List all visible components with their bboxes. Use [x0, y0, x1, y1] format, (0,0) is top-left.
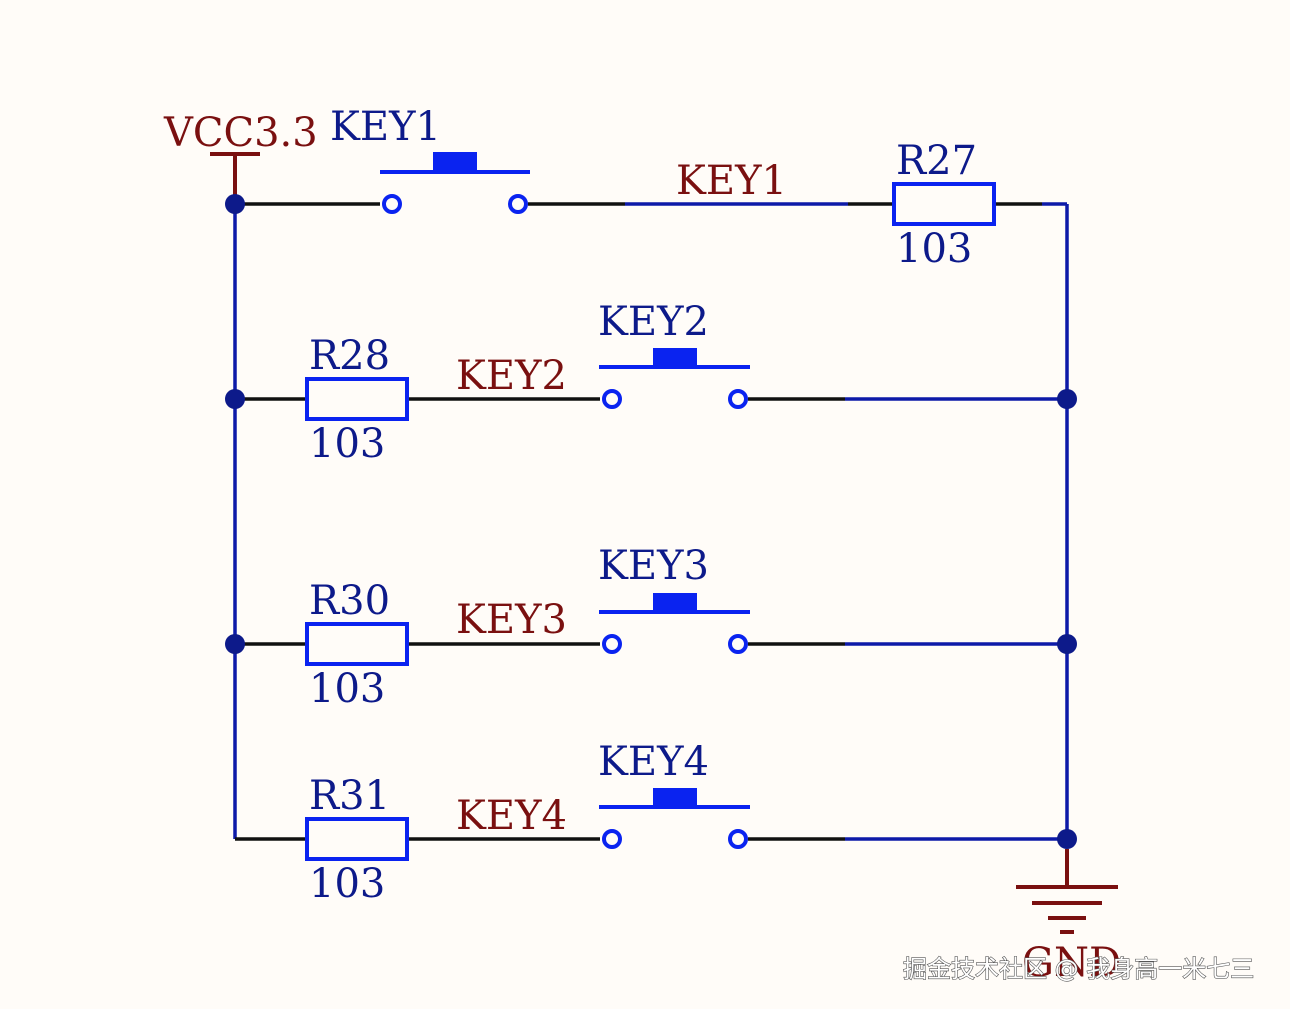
- key2-net-label: KEY2: [456, 353, 567, 399]
- pushbutton-key4: [599, 788, 750, 849]
- key4-net-label: KEY4: [456, 793, 567, 839]
- resistor-r28: [305, 377, 409, 421]
- key4-ref-label: KEY4: [598, 739, 709, 785]
- vcc-power-symbol: VCC3.3: [163, 110, 318, 196]
- key1-net-label: KEY1: [676, 158, 787, 204]
- junction-dot: [225, 194, 245, 214]
- gnd-label: GND: [1022, 940, 1121, 986]
- r30-value-label: 103: [309, 666, 385, 712]
- key2-ref-label: KEY2: [598, 299, 709, 345]
- row-1: KEY1 KEY1 R27 103: [235, 104, 1067, 272]
- junctions: [225, 194, 1077, 849]
- key3-net-label: KEY3: [456, 597, 567, 643]
- pushbutton-key2: [599, 348, 750, 409]
- row-3: R30 103 KEY3 KEY3: [235, 543, 1067, 712]
- r27-value-label: 103: [896, 226, 972, 272]
- row-4: R31 103 KEY4 KEY4: [235, 739, 1067, 907]
- junction-dot: [225, 389, 245, 409]
- vcc-label: VCC3.3: [163, 110, 318, 156]
- resistor-r30: [305, 622, 409, 666]
- junction-dot: [225, 634, 245, 654]
- r30-ref-label: R30: [309, 578, 390, 624]
- r28-value-label: 103: [309, 421, 385, 467]
- pushbutton-key3: [599, 593, 750, 654]
- r28-ref-label: R28: [309, 333, 390, 379]
- row-2: R28 103 KEY2 KEY2: [235, 299, 1067, 467]
- key1-ref-label: KEY1: [330, 104, 441, 150]
- junction-dot: [1057, 634, 1077, 654]
- r31-value-label: 103: [309, 861, 385, 907]
- r27-ref-label: R27: [896, 138, 977, 184]
- pushbutton-key1: [380, 152, 530, 214]
- resistor-r27: [892, 182, 996, 226]
- watermark-text: 掘金技术社区 @ 我身高一米七三: [903, 955, 1254, 983]
- key3-ref-label: KEY3: [598, 543, 709, 589]
- junction-dot: [1057, 829, 1077, 849]
- junction-dot: [1057, 389, 1077, 409]
- gnd-symbol: GND: [1016, 849, 1121, 986]
- resistor-r31: [305, 817, 409, 861]
- r31-ref-label: R31: [309, 773, 390, 819]
